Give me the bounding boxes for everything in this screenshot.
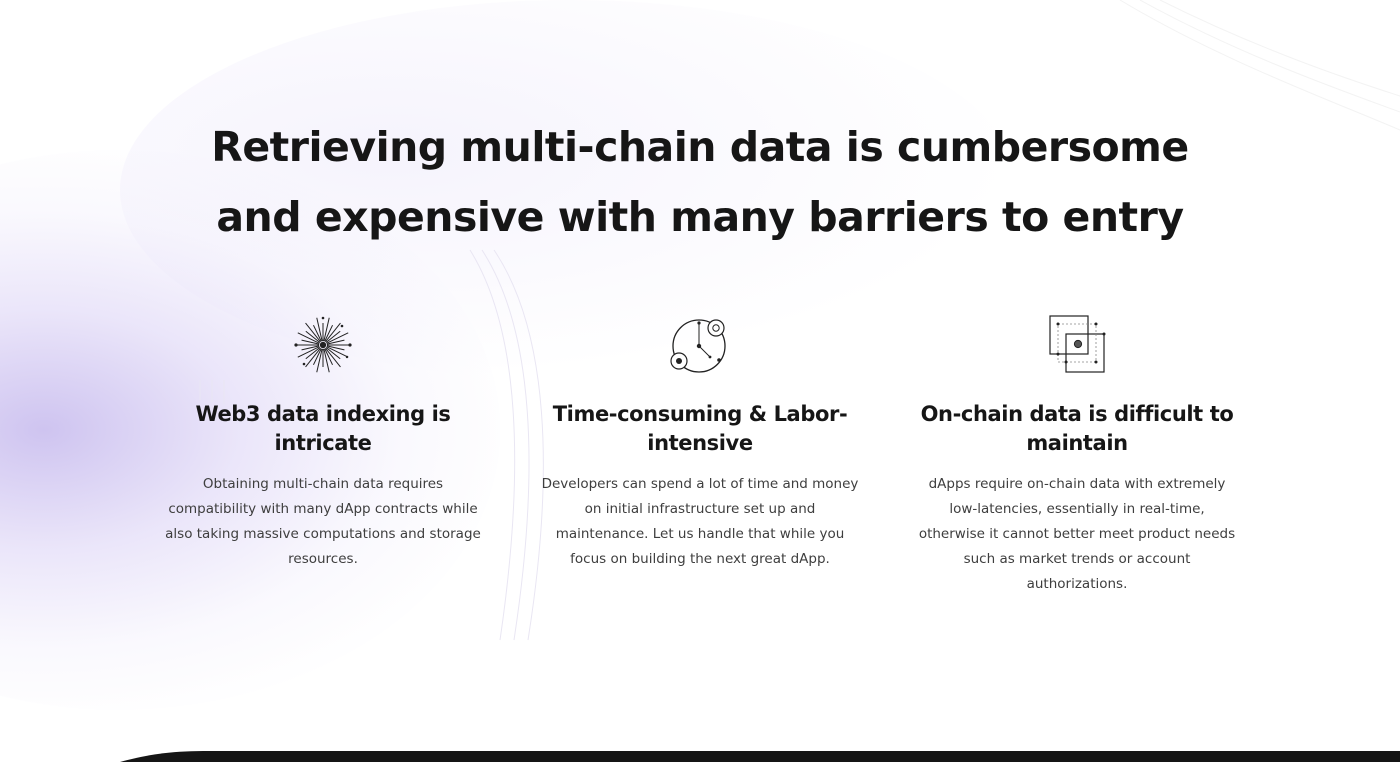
feature-card-maintain: On-chain data is difficult to maintain d… bbox=[912, 312, 1242, 597]
feature-card-indexing: Web3 data indexing is intricate Obtainin… bbox=[158, 312, 488, 572]
overlapping-squares-icon bbox=[1049, 315, 1106, 373]
feature-title: On-chain data is difficult to maintain bbox=[920, 402, 1234, 455]
feature-description: Obtaining multi-chain data requires comp… bbox=[165, 476, 481, 567]
starburst-icon bbox=[294, 316, 352, 373]
feature-card-time: Time-consuming & Labor-intensive Develop… bbox=[535, 312, 865, 572]
headline-line-2: and expensive with many barriers to entr… bbox=[216, 193, 1184, 241]
section-headline: Retrieving multi-chain data is cumbersom… bbox=[150, 112, 1250, 252]
next-section-edge bbox=[120, 751, 1400, 762]
feature-description: dApps require on-chain data with extreme… bbox=[918, 476, 1236, 592]
feature-description: Developers can spend a lot of time and m… bbox=[541, 476, 859, 567]
clock-orbit-icon bbox=[670, 319, 726, 373]
headline-line-1: Retrieving multi-chain data is cumbersom… bbox=[211, 123, 1189, 171]
feature-title: Web3 data indexing is intricate bbox=[195, 402, 451, 455]
feature-title: Time-consuming & Labor-intensive bbox=[552, 402, 848, 455]
